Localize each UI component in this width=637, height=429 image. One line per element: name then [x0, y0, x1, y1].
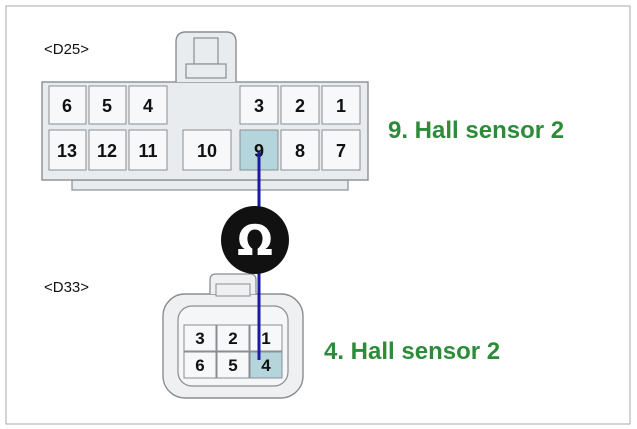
d25-cavity-1	[321, 85, 361, 125]
d25-cavity-11	[128, 129, 168, 171]
d33-pin-1: 1	[261, 329, 270, 348]
d33-pin-6: 6	[195, 356, 204, 375]
d25-cavity-10	[182, 129, 232, 171]
d33-callout: 4. Hall sensor 2	[324, 338, 500, 365]
connector-d25-label: <D25>	[44, 41, 89, 58]
d25-cavity-5	[88, 85, 127, 125]
d25-pin-4: 4	[143, 96, 153, 116]
d25-pin-3: 3	[254, 96, 264, 116]
d33-pin-3: 3	[195, 329, 204, 348]
d33-pin-4: 4	[261, 356, 271, 375]
ohm-meter-body	[221, 206, 289, 274]
ohm-meter-icon: Ω	[221, 206, 289, 274]
d25-cavity-3	[239, 85, 279, 125]
d25-pin-12: 12	[97, 141, 117, 161]
d33-cavity-3	[183, 324, 217, 352]
d25-callout: 9. Hall sensor 2	[388, 117, 564, 144]
d25-pin-13: 13	[57, 141, 77, 161]
connector-d33: 3 2 1 6 5 4	[162, 273, 304, 399]
d25-cavity-12	[88, 129, 127, 171]
d33-pin-5: 5	[228, 356, 237, 375]
d25-pin-1: 1	[336, 96, 346, 116]
ohm-symbol: Ω	[237, 216, 273, 265]
d25-pin-7: 7	[336, 141, 346, 161]
d33-latch-window	[215, 283, 251, 297]
d25-cavity-7	[321, 129, 361, 171]
d33-cavity-6	[183, 351, 217, 379]
connector-d33-label: <D33>	[44, 279, 89, 296]
d25-pin-5: 5	[102, 96, 112, 116]
d25-pin-6: 6	[62, 96, 72, 116]
d25-bottom-lip	[71, 179, 349, 191]
connector-d25: 6 5 4 3 2 1 13 12 11 10 9 8 7	[41, 31, 369, 191]
d25-cavity-4	[128, 85, 168, 125]
d25-pin-11: 11	[138, 141, 157, 161]
d25-cavity-8	[280, 129, 320, 171]
d33-cavity-4	[249, 351, 283, 379]
d33-cavity-1	[249, 324, 283, 352]
d25-pin-8: 8	[295, 141, 305, 161]
d33-cavity-2	[216, 324, 250, 352]
d25-latch-window	[193, 37, 219, 65]
d25-cavity-13	[48, 129, 87, 171]
d33-pin-2: 2	[228, 329, 237, 348]
d33-cavity-5	[216, 351, 250, 379]
d25-latch-tab	[185, 63, 227, 79]
diagram-frame	[5, 5, 631, 425]
d25-cavity-6	[48, 85, 87, 125]
d25-pin-2: 2	[295, 96, 305, 116]
d25-cavity-2	[280, 85, 320, 125]
d25-pin-10: 10	[197, 141, 217, 161]
d25-pin-9: 9	[254, 141, 264, 161]
